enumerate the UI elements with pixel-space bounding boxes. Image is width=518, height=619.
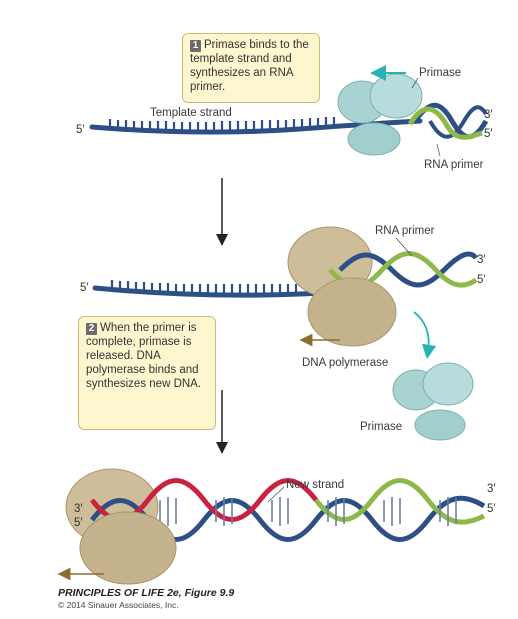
primase-enzyme-1 xyxy=(338,74,422,155)
primase-enzyme-released xyxy=(393,363,473,440)
primase-label-released: Primase xyxy=(360,421,402,433)
primase-release-arrow xyxy=(414,312,429,352)
primase-label-1: Primase xyxy=(419,67,461,79)
new-strand-label: New strand xyxy=(286,479,344,491)
end-label-p2-right-5: 5′ xyxy=(477,274,486,286)
figure-caption-title: PRINCIPLES OF LIFE 2e, Figure 9.9 xyxy=(58,587,234,599)
figure-caption-copyright: © 2014 Sinauer Associates, Inc. xyxy=(58,600,179,610)
end-label-p2-right-3: 3′ xyxy=(477,254,486,266)
end-label-p1-left: 5′ xyxy=(76,124,85,136)
end-label-p3-right-3: 3′ xyxy=(487,483,496,495)
step-1-number: 1 xyxy=(190,40,201,52)
step-2-text: When the primer is complete, primase is … xyxy=(86,322,201,390)
end-label-p2-left: 5′ xyxy=(80,282,89,294)
end-label-p3-left-3: 3′ xyxy=(74,503,83,515)
end-label-p3-right-5: 5′ xyxy=(487,503,496,515)
end-label-p1-right-5: 5′ xyxy=(484,128,493,140)
end-label-p1-right-3: 3′ xyxy=(484,109,493,121)
rna-primer-label-2: RNA primer xyxy=(375,225,435,237)
dna-polymerase-label: DNA polymerase xyxy=(302,357,388,369)
step-1-text: Primase binds to the template strand and… xyxy=(190,39,309,93)
rna-primer-label-1: RNA primer xyxy=(424,159,484,171)
step-2-number: 2 xyxy=(86,323,97,335)
dna-polymerase-front xyxy=(308,278,396,346)
panel-3: New strand 3′ 5′ 3′ 5′ xyxy=(64,469,496,584)
template-strand-label: Template strand xyxy=(150,107,232,119)
end-label-p3-left-5: 5′ xyxy=(74,517,83,529)
